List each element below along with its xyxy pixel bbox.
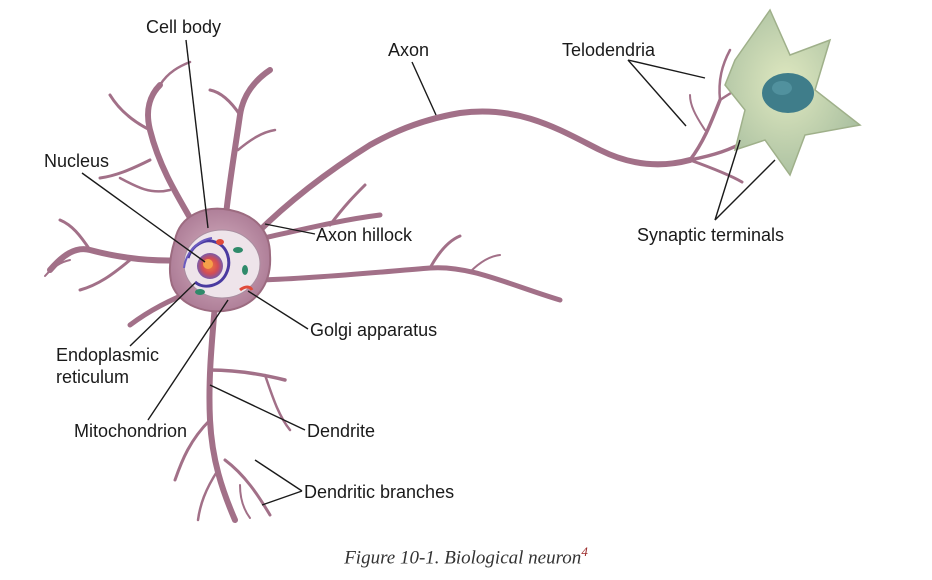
label-nucleus: Nucleus [44,151,110,171]
dendrites [44,60,563,523]
leader-telodendria-1 [627,59,706,79]
label-synaptic-terminals: Synaptic terminals [637,225,785,245]
caption-text: Figure 10-1. Biological neuron [344,547,582,569]
leader-golgi [247,290,309,330]
leader-axon [411,61,437,116]
axon-process [252,48,754,238]
leader-dendrite [209,384,306,431]
label-dendritic-branches: Dendritic branches [304,482,455,502]
leader-dendritic-branches-1 [254,459,303,492]
leader-er [129,282,196,347]
label-mitochondrion: Mitochondrion [74,421,188,441]
leader-axon-hillock [264,223,316,235]
leader-cell-body [185,39,209,229]
label-endoplasmic-reticulum-line1: Endoplasmic [56,345,160,365]
label-axon-hillock: Axon hillock [316,225,413,245]
leader-dendritic-branches-2 [261,490,303,506]
leader-synaptic-2 [714,159,776,221]
label-axon: Axon [388,40,430,60]
caption-footnote: 4 [581,544,588,559]
leader-mitochondrion [147,299,229,421]
leader-nucleus [81,172,206,263]
leader-synaptic-1 [714,139,741,221]
leader-telodendria-2 [627,59,687,127]
label-dendrite: Dendrite [307,421,376,441]
target-neuron [724,8,862,177]
label-telodendria: Telodendria [562,40,656,60]
label-cell-body: Cell body [146,17,222,37]
leader-lines [81,39,776,506]
cell-body [168,207,272,313]
figure-caption: Figure 10-1. Biological neuron4 [0,544,932,569]
label-endoplasmic-reticulum-line2: reticulum [56,367,130,387]
label-golgi-apparatus: Golgi apparatus [310,320,438,340]
